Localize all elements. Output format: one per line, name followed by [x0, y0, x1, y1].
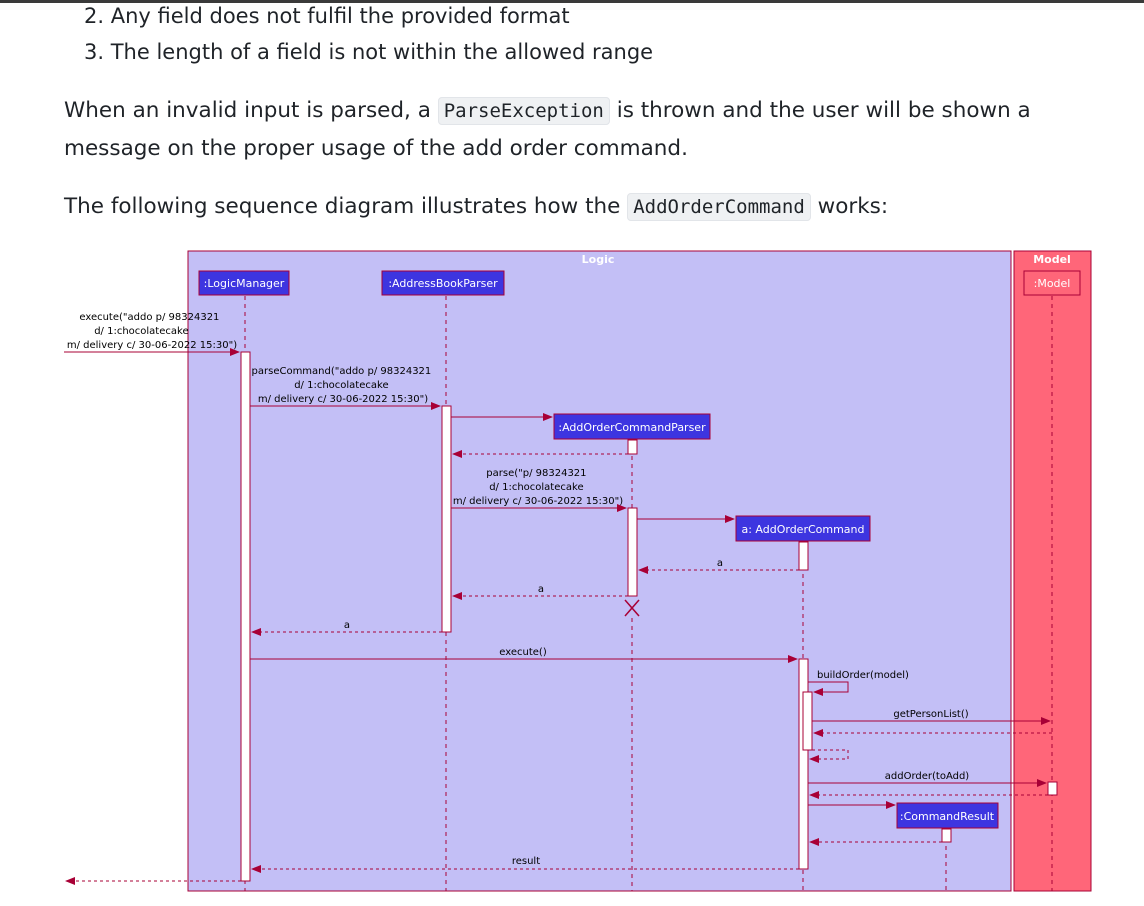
- activation-command-result: [941, 828, 952, 843]
- list-item: 3. The length of a field is not within t…: [84, 38, 653, 66]
- participant-label: :LogicManager: [204, 277, 285, 290]
- list-number: 3.: [84, 40, 105, 64]
- participant-logic-manager: :LogicManager: [198, 270, 290, 296]
- list-item: 2. Any field does not fulfil the provide…: [84, 2, 570, 30]
- label-get-person-list: getPersonList(): [893, 709, 968, 720]
- participant-label: :AddressBookParser: [388, 277, 498, 290]
- label-add-order: addOrder(toAdd): [885, 771, 970, 782]
- label-line: parseCommand("addo p/ 98324321: [252, 366, 432, 377]
- logic-box-label: Logic: [582, 253, 615, 266]
- activation-parser-parse: [627, 507, 638, 597]
- label-line: d/ 1:chocolatecake: [94, 326, 188, 337]
- top-border: [0, 0, 1144, 3]
- paragraph-parse-exception: When an invalid input is parsed, a Parse…: [64, 92, 1084, 167]
- paragraph-text: When an invalid input is parsed, a: [64, 98, 431, 123]
- label-execute: execute("addo p/ 98324321 d/ 1:chocolate…: [67, 312, 237, 351]
- participant-add-order-command-parser: :AddOrderCommandParser: [553, 413, 711, 440]
- label-parse: parse("p/ 98324321 d/ 1:chocolatecake m/…: [453, 468, 623, 507]
- arrow-build-order: [808, 681, 849, 696]
- label-line: d/ 1:chocolatecake: [294, 380, 388, 391]
- participant-label: :AddOrderCommandParser: [558, 421, 706, 434]
- paragraph-text: The following sequence diagram illustrat…: [64, 194, 621, 219]
- label-return-result: result: [512, 856, 540, 867]
- list-number: 2.: [84, 4, 105, 28]
- label-execute-command: execute(): [499, 647, 547, 658]
- logic-box: [187, 250, 1012, 892]
- activation-command-initial: [798, 541, 809, 571]
- activation-model: [1047, 781, 1058, 796]
- label-parse-command: parseCommand("addo p/ 98324321 d/ 1:choc…: [252, 366, 435, 405]
- label-return-parser-a: a: [538, 584, 544, 595]
- label-line: d/ 1:chocolatecake: [489, 482, 583, 493]
- paragraph-text: is thrown and the user will be shown a: [616, 98, 1031, 123]
- label-line: m/ delivery c/ 30-06-2022 15:30"): [258, 394, 428, 405]
- inline-code: ParseException: [437, 97, 610, 125]
- label-build-order: buildOrder(model): [817, 670, 909, 681]
- activation-command-execute: [798, 658, 809, 870]
- label-line: execute("addo p/ 98324321: [79, 312, 219, 323]
- participant-label: :CommandResult: [900, 810, 995, 823]
- return-build-order: [809, 749, 849, 763]
- paragraph-text: works:: [817, 194, 889, 219]
- participant-label: a: AddOrderCommand: [741, 523, 864, 536]
- label-return-manager-a: a: [344, 620, 350, 631]
- label-return-command-a: a: [717, 558, 723, 569]
- participant-command-result: :CommandResult: [896, 802, 999, 829]
- model-box-label: Model: [1033, 253, 1071, 266]
- label-line: m/ delivery c/ 30-06-2022 15:30"): [453, 496, 623, 507]
- participant-label: :Model: [1034, 277, 1071, 290]
- inline-code: AddOrderCommand: [627, 193, 811, 221]
- destroy-icon: [624, 599, 640, 617]
- activation-address-book-parser: [441, 405, 452, 633]
- activation-build-order: [802, 691, 813, 751]
- paragraph-text: message on the proper usage of the add o…: [64, 136, 688, 161]
- activation-parser-initial: [627, 439, 638, 455]
- participant-model: :Model: [1023, 270, 1081, 296]
- list-text: Any field does not fulfil the provided f…: [110, 4, 570, 28]
- label-line: parse("p/ 98324321: [486, 468, 586, 479]
- paragraph-intro-diagram: The following sequence diagram illustrat…: [64, 188, 1084, 226]
- activation-logic-manager: [240, 351, 251, 882]
- participant-address-book-parser: :AddressBookParser: [381, 270, 505, 296]
- list-text: The length of a field is not within the …: [110, 40, 654, 64]
- label-line: m/ delivery c/ 30-06-2022 15:30"): [67, 340, 237, 351]
- participant-add-order-command: a: AddOrderCommand: [735, 515, 871, 542]
